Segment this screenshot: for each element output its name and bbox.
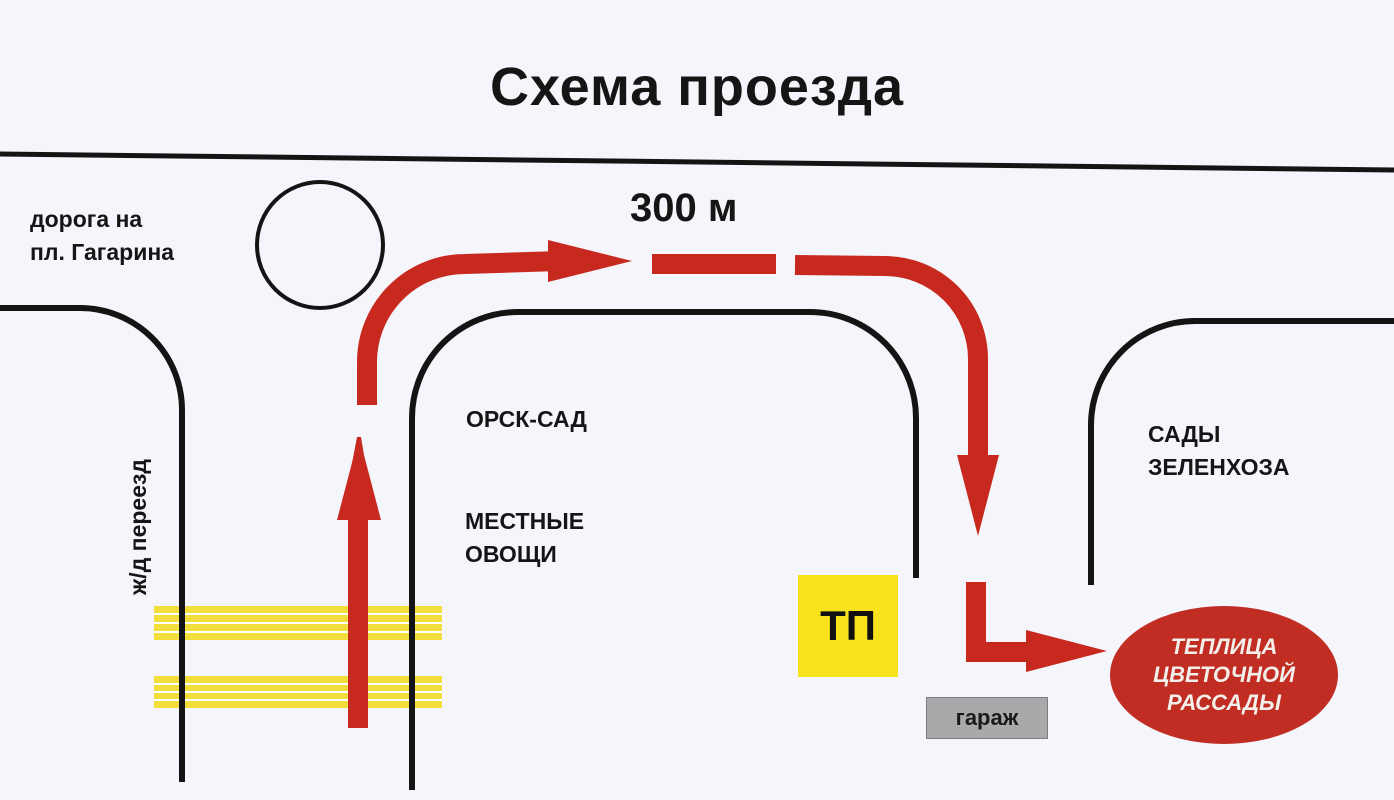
road-label-line2: пл. Гагарина bbox=[30, 239, 175, 265]
greenhouse-destination: ТЕПЛИЦА ЦВЕТОЧНОЙ РАССАДЫ bbox=[1110, 606, 1338, 744]
central-road bbox=[409, 309, 919, 790]
route bbox=[337, 240, 1107, 728]
greenhouse-line3: РАССАДЫ bbox=[1167, 690, 1281, 715]
sady-line2: ЗЕЛЕНХОЗА bbox=[1148, 454, 1290, 480]
route-arrow-up-head bbox=[337, 436, 381, 520]
local-veg-line1: МЕСТНЫЕ bbox=[465, 508, 585, 534]
railway-crossing-upper bbox=[154, 606, 442, 640]
route-segment-curve-left bbox=[357, 251, 561, 405]
local-vegetables-label: МЕСТНЫЕ ОВОЩИ bbox=[465, 505, 584, 571]
greenhouse-line2: ЦВЕТОЧНОЙ bbox=[1153, 662, 1295, 687]
route-arrow-final bbox=[1026, 630, 1107, 672]
local-veg-line2: ОВОЩИ bbox=[465, 541, 557, 567]
route-arrow-right bbox=[548, 240, 632, 282]
transformer-substation-box: ТП bbox=[798, 575, 898, 677]
route-segment-final bbox=[966, 582, 1030, 662]
railway-crossing-label: ж/д переезд bbox=[125, 458, 151, 595]
right-road bbox=[1088, 318, 1394, 585]
road-label-line1: дорога на bbox=[30, 206, 143, 232]
greenhouse-line1: ТЕПЛИЦА bbox=[1170, 634, 1278, 659]
garage-box: гараж bbox=[926, 697, 1048, 739]
map-title: Схема проезда bbox=[489, 57, 905, 117]
main-road bbox=[0, 151, 1394, 173]
zelenkhoz-gardens-label: САДЫ ЗЕЛЕНХОЗА bbox=[1148, 418, 1290, 484]
orsk-sad-label: ОРСК-САД bbox=[466, 406, 587, 432]
sady-line1: САДЫ bbox=[1148, 421, 1221, 447]
roundabout bbox=[255, 180, 385, 310]
route-arrow-down bbox=[957, 455, 999, 536]
distance-label: 300 м bbox=[630, 186, 738, 230]
road-to-gagarin-label: дорога на пл. Гагарина bbox=[30, 203, 174, 269]
left-road bbox=[0, 305, 185, 782]
railway-crossing-lower bbox=[154, 676, 442, 708]
route-segment-curve-right bbox=[794, 255, 988, 460]
